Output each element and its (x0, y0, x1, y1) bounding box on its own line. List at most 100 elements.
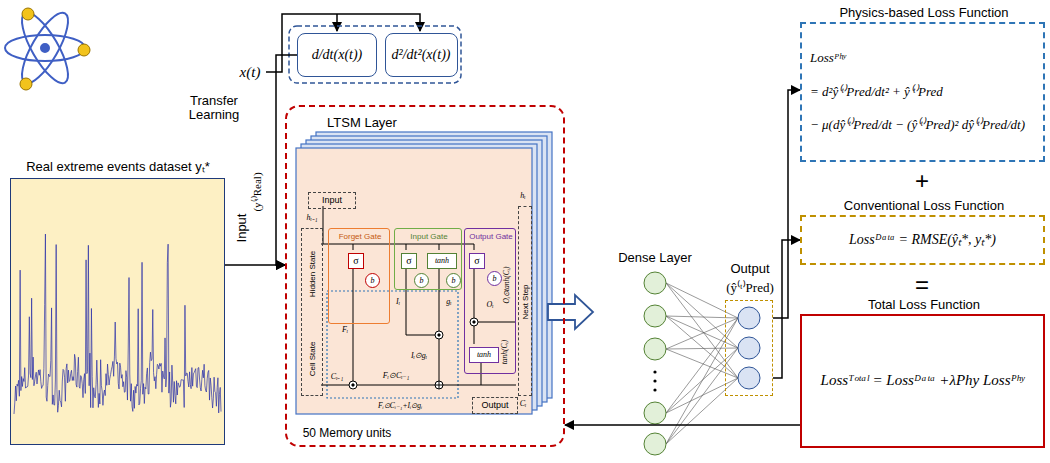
total-loss-box: Total Loss FunctionLossᵀᵒᵗᵃˡ = Lossᴰᵃᵗᵃ … (800, 314, 1045, 448)
bias-circle: b (446, 273, 461, 288)
atom-icon (41, 44, 49, 52)
cell-wire (474, 266, 516, 385)
atom-icon (22, 8, 34, 20)
node-text: 50 Memory units (303, 427, 392, 440)
bias-circle: b (414, 273, 429, 288)
signal-label: Cᵢ₋₁ (331, 373, 343, 382)
node-text: Lossᵀᵒᵗᵃˡ = Lossᴰᵃᵗᵃ +λPhy Lossᴾʰʸ (821, 372, 1025, 389)
ellipsis-dots (653, 370, 656, 391)
next-step-panel: Next Step (518, 206, 532, 396)
signal-wire (336, 14, 338, 31)
output-neuron (738, 337, 760, 359)
signal-label: Iᵢ (396, 298, 400, 307)
atom-icon (5, 7, 90, 90)
product-symbol (349, 318, 478, 389)
physics-loss-box: Physics-based Loss FunctionLossᴾʰʸ= d²ŷ⁽… (800, 22, 1045, 162)
derivative-box: d²/dt²(x(t)) (385, 33, 458, 77)
node-text: Cell State (309, 342, 318, 377)
derivative-group (289, 26, 461, 83)
product-symbol (352, 384, 354, 386)
node-text: Output (481, 400, 508, 410)
dense-connection (666, 349, 738, 378)
cell-wire (321, 266, 516, 385)
neuron (644, 272, 666, 294)
dense-connection (666, 378, 738, 444)
input-gate: Input Gateσtanhbb (394, 228, 462, 290)
lstm-layer-box: LTSM Layer50 Memory unitsInputHidden Sta… (285, 105, 565, 447)
memory-unit-stack (296, 132, 552, 414)
signal-label: Fᵢ⊙Cᵢ₋₁+Iᵢ⊙gᵢ (378, 402, 422, 410)
signal-label: Fᵢ (342, 326, 348, 335)
heading-text: Output (730, 262, 769, 276)
derivative-box: d/dt(x(t)) (297, 33, 377, 77)
time-series-plot (14, 234, 221, 414)
product-symbol (438, 334, 440, 336)
heading-text: Total Loss Function (868, 298, 980, 312)
signal-label: Oᵢ⊙tanh(Cᵢ) (503, 266, 511, 303)
connector-arrow (773, 90, 800, 318)
sigma-box: σ (469, 253, 485, 269)
dense-connection (666, 348, 738, 444)
atom-icon (20, 78, 32, 90)
dense-connection (666, 318, 738, 349)
ellipsis-dots (653, 379, 656, 382)
node-text: σ (406, 255, 411, 267)
dense-connection (666, 316, 738, 378)
product-symbol (470, 318, 478, 326)
node-text: Hidden State (309, 251, 318, 297)
node-text: σ (474, 255, 479, 267)
dataset-panel: Real extreme events dataset yₜ* (10, 178, 225, 445)
dense-connection (666, 283, 738, 444)
node-text: σ (353, 255, 358, 267)
tanh-box: tanh (469, 347, 499, 363)
node-text: b (452, 276, 456, 285)
sigma-box: σ (348, 253, 364, 269)
sum-symbol (435, 381, 443, 389)
annotation-label: = (915, 272, 929, 298)
signal-label: Iᵢ⊙gᵢ (411, 352, 427, 361)
annotation-label: Transfer Learning (178, 94, 250, 123)
signal-label: Oᵢ (486, 301, 493, 310)
cell-wire (321, 206, 516, 385)
dense-connection (666, 318, 738, 413)
tanh-box: tanh (427, 253, 457, 269)
node-text: b (493, 274, 497, 283)
annotation-label: (y⁽ᵗ⁾Real) (251, 172, 263, 211)
connector-arrow (773, 240, 800, 378)
neuron (644, 433, 666, 455)
heading-text: Physics-based Loss Function (839, 6, 1008, 20)
memory-unit-stack (296, 148, 532, 414)
neuron (644, 305, 666, 327)
node-text: = d²ŷ⁽ᵗ⁾Pred/dt² + ŷ⁽ᵗ⁾Pred (810, 85, 943, 100)
product-symbol (473, 321, 475, 323)
product-symbol (349, 381, 357, 389)
node-text: Input Gate (410, 233, 447, 242)
sum-symbol (435, 381, 443, 389)
node-text: Input (322, 195, 342, 205)
atom-icon (78, 44, 90, 56)
node-text: Next Step (522, 284, 531, 319)
dataset-ground (10, 178, 225, 445)
node-text: b (371, 276, 375, 285)
output-neuron (738, 367, 760, 389)
data-loss-box: Conventional Loss FunctionLossᴰᵃᵗᵃ = RMS… (800, 215, 1045, 265)
output-neuron (738, 307, 760, 389)
atom-icon (5, 35, 85, 61)
node-text: − μ(dŷ⁽ᵗ⁾Pred/dt − (ŷ⁽ᵗ⁾Pred)² dŷ⁽ᵗ⁾Pred… (810, 118, 1025, 133)
state-panel: Hidden StateCell State (301, 228, 323, 396)
output-box: Output (472, 397, 518, 414)
node-text: d/dt(x(t)) (312, 47, 363, 63)
signal-label: Fᵢ⊙Cᵢ₋₁ (383, 372, 410, 381)
atom-icon (14, 7, 77, 89)
node-text: tanh (435, 256, 449, 265)
sum-symbol (435, 381, 443, 389)
annotation-label: Input (235, 214, 249, 243)
annotation-label: x(t) (240, 64, 261, 81)
connector-arrow (565, 424, 800, 426)
forget-gate: Forget Gateσb (328, 228, 390, 324)
dense-connection (666, 348, 738, 349)
signal-label: tanh(Cᵢ) (501, 340, 509, 365)
node-text: Lossᴾʰʸ (810, 51, 846, 66)
